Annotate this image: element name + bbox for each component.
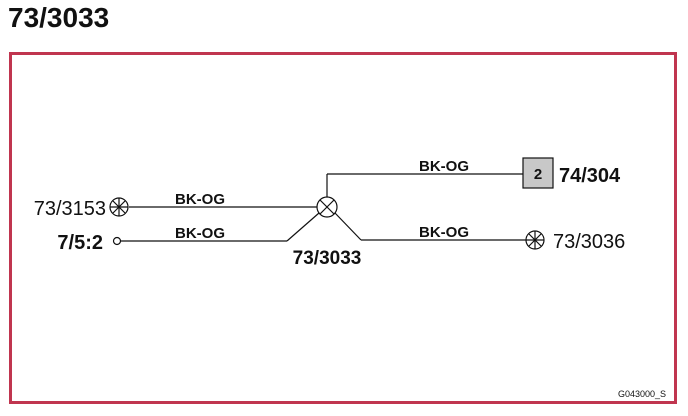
wire-label-left-top: BK-OG [175,191,225,208]
wire-right-bottom-diagonal [334,212,362,241]
page-title: 73/3033 [8,2,110,33]
connector-label-left-top: 73/3153 [34,198,106,220]
diagram-frame [9,52,677,404]
open-terminal-circle-icon [112,236,122,246]
wire-left-bottom-diagonal [286,212,320,242]
lamp-cross-circle-icon [109,197,129,217]
lamp-cross-circle-icon [525,230,545,250]
wire-label-right-bottom: BK-OG [419,224,469,241]
connector-label-center: 73/3033 [293,248,362,269]
pin-box [522,157,554,189]
figure-id: G043000_S [618,389,666,399]
splice-cross-circle-icon [316,196,338,218]
wire-label-left-bottom: BK-OG [175,225,225,242]
wire-label-right-top: BK-OG [419,158,469,175]
connector-label-right-bottom: 73/3036 [553,231,625,253]
connector-label-right-top: 74/304 [559,165,621,187]
connector-label-left-bottom: 7/5:2 [57,232,103,254]
pin-number: 2 [534,166,542,183]
